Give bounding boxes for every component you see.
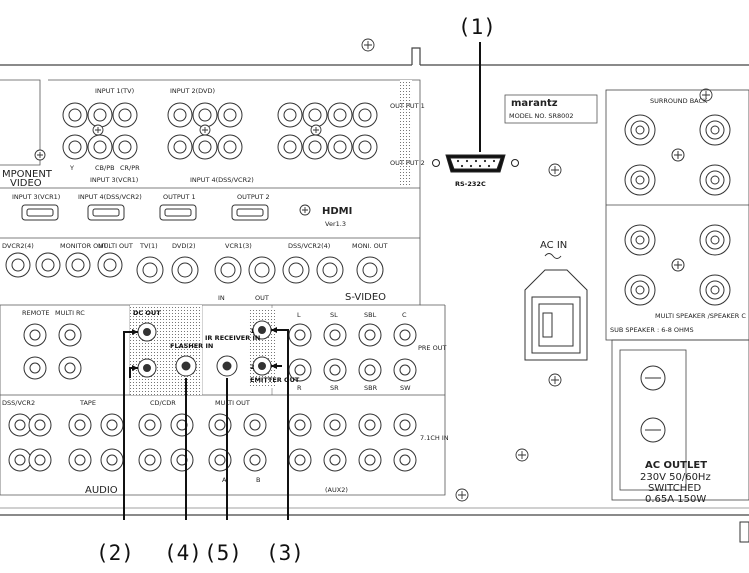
hdmi-logo: HDMI [322,206,352,217]
component-jacks [63,103,377,159]
pre-sbl-label: SBL [364,311,377,319]
multi-b-label: B [256,476,260,484]
pre-l-label: L [297,311,301,319]
multi-a-label: A [222,476,227,484]
flasher-in-label: FLASHER IN [170,342,213,350]
tape-label: TAPE [79,399,96,407]
rs232c-label: RS-232C [455,180,486,188]
input4-label: INPUT 4(DSS/VCR2) [190,176,254,184]
out-put-2-label: OUT PUT 2 [390,159,425,167]
pre-out-jacks [289,324,416,381]
pre-sr-label: SR [330,384,339,392]
dc-out-dotted [130,305,202,395]
pre-r-label: R [297,384,302,392]
out-put-1-label: OUT PUT 1 [390,102,425,110]
dc-out-label: DC OUT [133,309,161,317]
ac-voltage-label: 230V 50/60Hz [640,472,711,483]
hdmi-output2-label: OUTPUT 2 [237,193,270,201]
emitter-2-label: 2 [250,363,255,371]
brand-logo: marantz [511,98,558,109]
video-label: VIDEO [10,178,42,189]
dss-vcr2-4-label: DSS/VCR2(4) [288,242,330,250]
ac-in-inlet [525,254,587,361]
pre-c-label: C [402,311,407,319]
input1-label: INPUT 1(TV) [95,87,134,95]
multi-out2-label: MULTI OUT [215,399,250,407]
dvd2-label: DVD(2) [172,242,196,250]
input3-label: INPUT 3(VCR1) [90,176,138,184]
input2-label: INPUT 2(DVD) [170,87,215,95]
multi-out-label: MULTI OUT [98,242,133,250]
callout-labels: (1) (2) (4) (5) (3) [96,15,496,565]
cd-cdr-label: CD/CDR [150,399,176,407]
audio-jacks [9,414,416,471]
ir-receiver-in-label: IR RECEIVER IN [205,334,260,342]
vcr1-3-label: VCR1(3) [225,242,252,250]
video-row-jacks [6,253,383,283]
ac-in-label: AC IN [540,240,567,251]
hdmi-version: Ver1.3 [325,220,346,228]
speaker-terminals [625,115,730,442]
ac-power-label: 0.65A 150W [645,494,706,505]
cr-label: CR/PR [120,164,140,172]
pre-sw-label: SW [400,384,411,392]
multi-speaker-label: MULTI SPEAKER /SPEAKER C [655,312,746,320]
pre-out-label: PRE OUT [418,344,446,352]
hdmi-ports [22,205,268,220]
in-label: IN [218,294,225,302]
callout-2: (2) [96,541,134,565]
callout-3: (3) [266,541,304,565]
edge-tab [740,522,749,542]
dotted-area [400,80,412,185]
emitter-1-label: 1 [250,327,255,335]
s-video-label: S-VIDEO [345,292,386,303]
tv1-label: TV(1) [139,242,158,250]
model-number: MODEL NO. SR8002 [509,112,574,120]
ac-outlet-label: AC OUTLET [645,460,707,471]
moni-out-label: MONI. OUT [352,242,388,250]
hdmi-input3-label: INPUT 3(VCR1) [12,193,60,201]
hdmi-output1-label: OUTPUT 1 [163,193,196,201]
cb-label: CB/PB [95,164,115,172]
emitter-out-label: EMITTER OUT [250,376,300,384]
callout-4: (4) [164,541,202,565]
vcr2-label: DVCR2(4) [2,242,34,250]
y-label: Y [69,164,74,172]
surround-back-label: SURROUND BACK [650,97,708,105]
aux2-label: (AUX2) [325,486,348,494]
remote-label: REMOTE [22,309,49,317]
pre-sbr-label: SBR [364,384,378,392]
callout-5: (5) [204,541,242,565]
out-label: OUT [255,294,269,302]
rs232c-port [433,155,519,172]
pre-sl-label: SL [330,311,338,319]
audio-label: AUDIO [85,485,118,496]
sub-speaker-label: SUB SPEAKER : 6-8 OHMS [610,326,694,334]
hdmi-input4-label: INPUT 4(DSS/VCR2) [78,193,142,201]
switched-label: SWITCHED [648,483,702,494]
multi-rc-label: MULTI RC [55,309,85,317]
dss-vcr2-audio-label: DSS/VCR2 [2,399,35,407]
seven-one-ch-in-label: 7.1CH IN [420,434,449,442]
callout-1: (1) [458,15,496,39]
